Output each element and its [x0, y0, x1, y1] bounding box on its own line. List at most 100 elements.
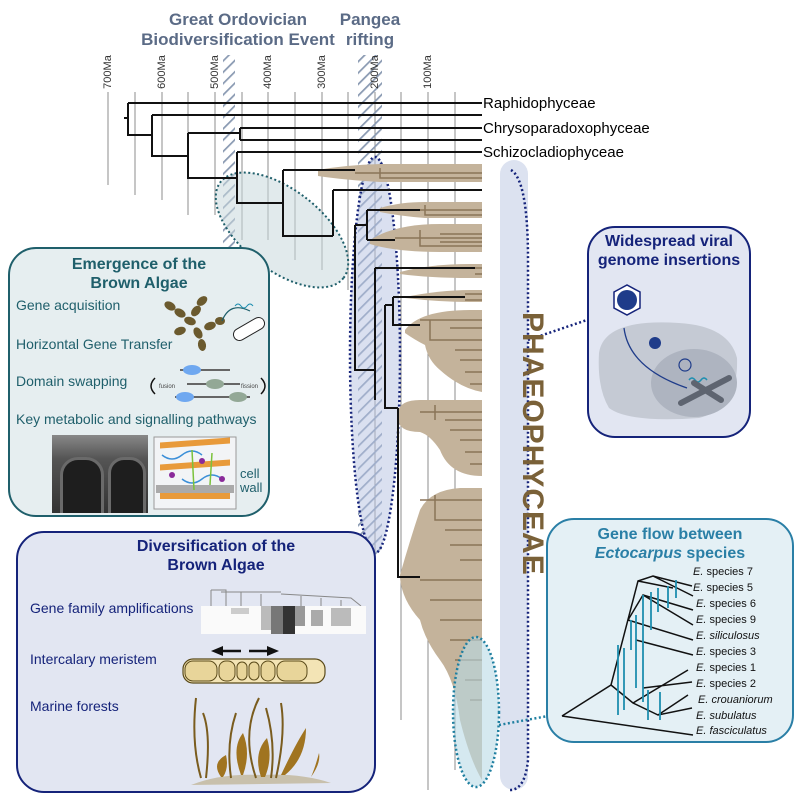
branch: [374, 267, 475, 400]
species-genus: E.: [696, 614, 707, 626]
diversification-title-line1: Diversification of the: [136, 538, 296, 555]
species-genus: E.: [696, 678, 707, 690]
cell-wall-label-line1: cell: [240, 466, 260, 481]
taxon-raphidophyceae: Raphidophyceae: [483, 95, 596, 112]
geneflow-panel: Gene flow between Ectocarpus species: [546, 518, 794, 743]
geneflow-arrows: [617, 580, 677, 720]
viral-title-line1: Widespread viral: [605, 233, 733, 250]
hgt-illustration-icon: [164, 296, 266, 351]
species-genus: E.: [696, 710, 707, 722]
fission-label: fission: [241, 384, 258, 390]
event-pangea-line1: Pangea: [339, 10, 401, 29]
branch: [332, 189, 482, 236]
viral-panel: Widespread viral genome insertions: [587, 226, 751, 438]
branch: [385, 296, 465, 326]
timescale-tick-label: 300Ma: [316, 55, 328, 89]
species-name: crouaniorum: [708, 694, 773, 706]
species-name: species 2: [706, 678, 756, 690]
marine-forest-icon: [191, 697, 331, 785]
species-genus: E.: [696, 725, 707, 737]
item-gene-acquisition: Gene acquisition: [16, 297, 121, 313]
timescale-tick-label: 700Ma: [102, 55, 114, 89]
geneflow-connector: [498, 714, 549, 727]
species-label: E. fasciculatus: [696, 725, 767, 737]
species-label: E. species 6: [696, 598, 756, 610]
species-name: species 3: [706, 646, 756, 658]
viral-highlight-outline: [509, 168, 530, 792]
sem-micrograph-image: [52, 435, 148, 513]
species-name: species 7: [703, 566, 753, 578]
species-label: E. siliculosus: [696, 630, 760, 642]
emergence-title-line1: Emergence of the: [71, 256, 207, 273]
clade-internal-branches: [355, 168, 482, 701]
timescale-tick-label: 200Ma: [369, 55, 381, 89]
viral-title-line2: genome insertions: [597, 252, 741, 269]
species-genus: E.: [696, 630, 707, 642]
species-name: species 1: [706, 662, 756, 674]
clade-label-phaeophyceae: PHAEOPHYCEAE: [516, 312, 549, 576]
domain-swapping-icon: fusion fission: [150, 365, 266, 402]
species-name: species 9: [706, 614, 756, 626]
geneflow-title-genus: Ectocarpus: [594, 545, 682, 562]
species-genus: E.: [696, 662, 707, 674]
species-name: species 6: [706, 598, 756, 610]
item-gene-family-amplifications: Gene family amplifications: [30, 600, 194, 616]
intercalary-meristem-icon: [182, 646, 326, 684]
geneflow-title-line1: Gene flow between: [597, 526, 743, 543]
viral-connector: [527, 318, 588, 342]
viral-insertion-diagram-icon: [598, 284, 738, 420]
timescale-tick-label: 600Ma: [156, 55, 168, 89]
branch: [355, 209, 420, 241]
branch: [384, 305, 398, 409]
branch-root: [124, 103, 152, 136]
clade-shape: [400, 264, 482, 278]
species-genus: E.: [698, 694, 709, 706]
ectocarpus-tree: [561, 575, 694, 736]
species-name: species 5: [703, 582, 753, 594]
geneflow-title-line2: Ectocarpus species: [548, 544, 792, 563]
species-genus: E.: [696, 598, 707, 610]
branch: [354, 225, 375, 371]
event-pangea-line2: rifting: [345, 30, 395, 49]
species-genus: E.: [693, 582, 704, 594]
species-genus: E.: [696, 646, 707, 658]
item-marine-forests: Marine forests: [30, 698, 119, 714]
branch: [187, 132, 240, 179]
species-label: E. species 2: [696, 678, 756, 690]
event-ordovician-line2: Biodiversification Event: [141, 30, 335, 49]
clade-shape: [398, 400, 482, 476]
event-ordovician: Great Ordovician Biodiversification Even…: [108, 10, 368, 50]
species-label: E. species 9: [696, 614, 756, 626]
species-name: siliculosus: [706, 630, 760, 642]
cell-wall-label: cell wall: [240, 467, 262, 495]
geneflow-title: Gene flow between Ectocarpus species: [548, 525, 792, 563]
taxon-chrysoparadoxophyceae: Chrysoparadoxophyceae: [483, 120, 650, 137]
diversification-panel: Diversification of the Brown Algae Gene …: [16, 531, 376, 793]
timescale-tick-label: 100Ma: [422, 55, 434, 89]
species-label: E. species 3: [696, 646, 756, 658]
gene-family-heatmap-icon: [201, 589, 366, 634]
emergence-title: Emergence of the Brown Algae: [10, 255, 268, 293]
branch: [151, 114, 482, 157]
item-intercalary-meristem: Intercalary meristem: [30, 651, 157, 667]
item-key-pathways: Key metabolic and signalling pathways: [16, 411, 257, 427]
clade-shape: [405, 310, 482, 392]
cell-wall-diagram-icon: [153, 436, 237, 510]
viral-title: Widespread viral genome insertions: [589, 232, 749, 270]
ectocarpus-highlight-ellipse: [451, 635, 501, 789]
species-name: fasciculatus: [706, 725, 767, 737]
phylogeny-branches: [124, 102, 482, 578]
event-ordovician-line1: Great Ordovician: [169, 10, 307, 29]
species-name: subulatus: [706, 710, 757, 722]
diversification-title-line2: Brown Algae: [167, 557, 265, 574]
event-pangea: Pangea rifting: [320, 10, 420, 50]
geneflow-title-rest: species: [681, 545, 746, 562]
species-label: E. species 7: [693, 566, 753, 578]
phaeophyceae-band: [500, 160, 528, 790]
branch: [282, 169, 355, 237]
fusion-label: fusion: [159, 384, 175, 390]
timescale-tick-label: 500Ma: [209, 55, 221, 89]
species-label: E. species 1: [696, 662, 756, 674]
species-label: E. species 5: [693, 582, 753, 594]
